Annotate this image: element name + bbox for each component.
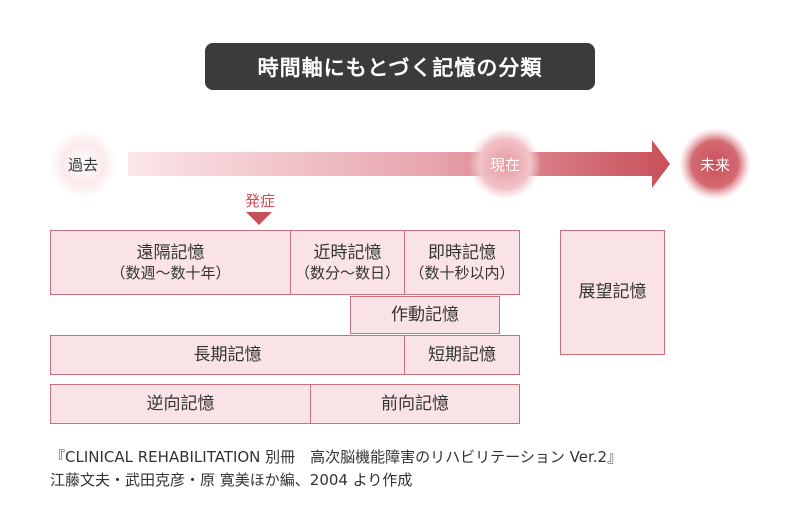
present-circle [469,128,541,200]
timeline-axis [49,128,751,200]
anterograde-memory-box: 前向記憶 [310,384,520,424]
immediate-memory-label: 即時記憶 [428,242,496,263]
short-term-memory-label: 短期記憶 [428,344,496,365]
working-memory-box: 作動記憶 [350,296,500,334]
prospective-memory-label: 展望記憶 [578,282,647,303]
long-term-memory-box: 長期記憶 [50,335,405,375]
recent-memory-box: 近時記憶 （数分〜数日） [290,230,405,295]
long-term-memory-label: 長期記憶 [193,344,262,365]
future-label: 未来 [699,155,730,174]
present-label: 現在 [489,155,520,174]
retrograde-memory-box: 逆向記憶 [50,384,311,424]
immediate-memory-range: （数十秒以内） [409,263,515,282]
retrograde-memory-label: 逆向記憶 [146,393,215,414]
onset-label: 発症 [244,192,275,210]
future-circle [679,128,751,200]
working-memory-label: 作動記憶 [391,304,459,325]
remote-memory-box: 遠隔記憶 （数週〜数十年） [50,230,291,295]
recent-memory-label: 近時記憶 [313,242,382,263]
diagram-title: 時間軸にもとづく記憶の分類 [205,43,595,90]
remote-memory-range: （数週〜数十年） [110,263,231,282]
source-caption-line2: 江藤文夫・武田克彦・原 寛美ほか編、2004 より作成 [50,471,413,490]
onset-marker-icon [246,212,272,225]
recent-memory-range: （数分〜数日） [294,263,400,282]
source-caption: 『CLINICAL REHABILITATION 別冊 高次脳機能障害のリハビリ… [50,446,622,493]
anterograde-memory-label: 前向記憶 [381,393,449,414]
prospective-memory-box: 展望記憶 [560,230,665,355]
past-label: 過去 [67,155,98,174]
remote-memory-label: 遠隔記憶 [136,242,205,263]
immediate-memory-box: 即時記憶 （数十秒以内） [404,230,520,295]
short-term-memory-box: 短期記憶 [404,335,520,375]
timeline-arrow [128,140,670,188]
past-circle [49,130,117,198]
source-caption-line1: 『CLINICAL REHABILITATION 別冊 高次脳機能障害のリハビリ… [50,448,623,466]
